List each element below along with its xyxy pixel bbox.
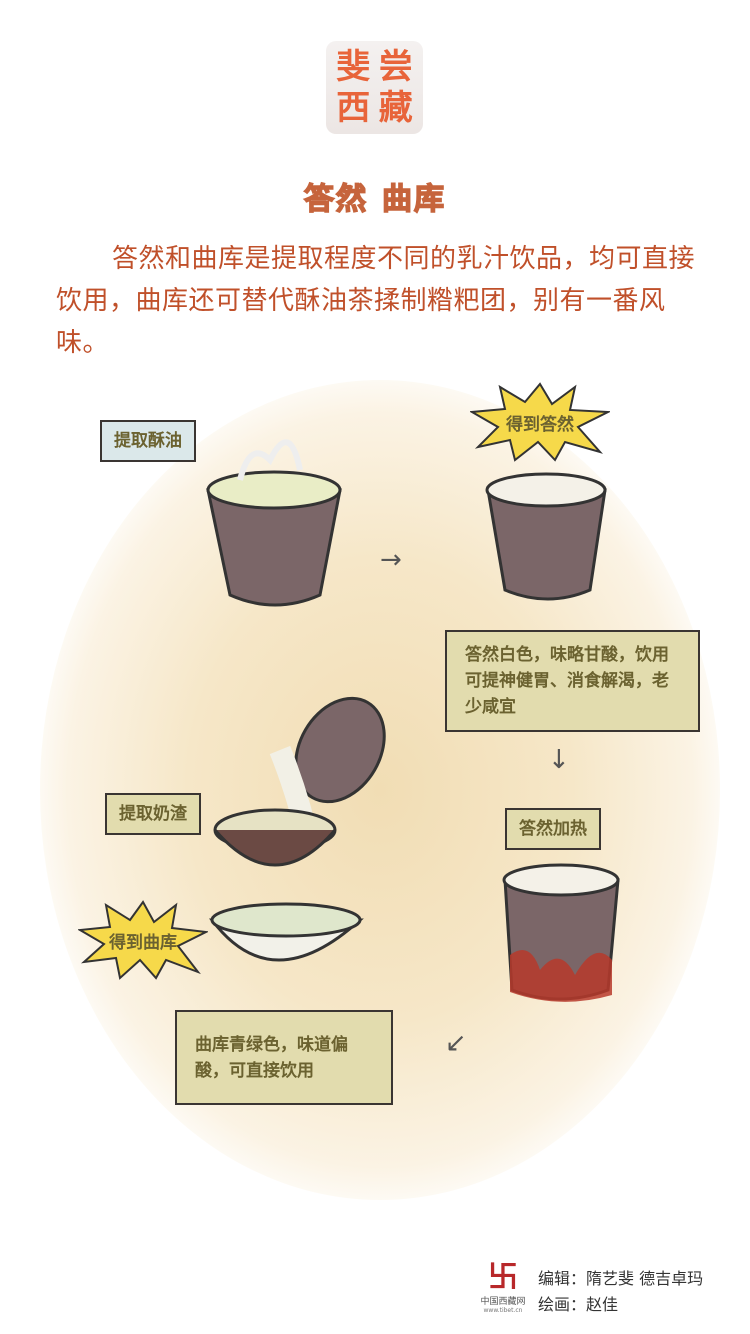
burst-icon (470, 382, 610, 462)
logo-char: 斐 (336, 47, 371, 88)
credits: 编辑：隋艺斐 德吉卓玛 绘画：赵佳 (538, 1266, 703, 1318)
title-daran: 答然 (303, 181, 368, 218)
editor-credit: 编辑：隋艺斐 德吉卓玛 (538, 1269, 704, 1288)
title-quku: 曲库 (381, 181, 446, 218)
cup-heated-icon (502, 863, 620, 1002)
quku-description: 曲库青绿色，味道偏酸，可直接饮用 (175, 1010, 393, 1105)
illustration (206, 439, 620, 1002)
cup-daran-icon (485, 472, 607, 601)
logo: 斐 尝 西 藏 (326, 41, 423, 134)
logo-char: 尝 (378, 47, 413, 88)
logo-char: 西 (336, 87, 371, 128)
sieve-icon (213, 808, 337, 867)
arrow-right-icon: → (380, 545, 402, 575)
label-extract-curd: 提取奶渣 (105, 793, 201, 835)
site-logo-mark: 卐 (488, 1260, 518, 1295)
site-logo: 卐 中国西藏网 www.tibet.cn (478, 1260, 528, 1315)
label-get-quku: 得到曲库 (78, 900, 208, 980)
intro-paragraph: 答然和曲库是提取程度不同的乳汁饮品，均可直接饮用，曲库还可替代酥油茶揉制糌粑团，… (56, 244, 696, 358)
burst-icon (78, 900, 208, 980)
arrow-left-icon: ↙ (445, 1028, 467, 1058)
cup-butter-icon (206, 439, 342, 607)
arrow-down-icon: ↓ (548, 745, 570, 775)
label-extract-butter: 提取酥油 (100, 420, 196, 462)
label-heat-daran: 答然加热 (505, 808, 601, 850)
label-get-daran: 得到答然 (470, 382, 610, 462)
bowl-quku-icon (208, 902, 364, 962)
logo-char: 藏 (378, 87, 413, 128)
page-title: 答然曲库 (0, 174, 750, 218)
illustrator-credit: 绘画：赵佳 (538, 1295, 619, 1314)
daran-description: 答然白色，味略甘酸，饮用可提神健胃、消食解渴，老少咸宜 (445, 630, 700, 732)
